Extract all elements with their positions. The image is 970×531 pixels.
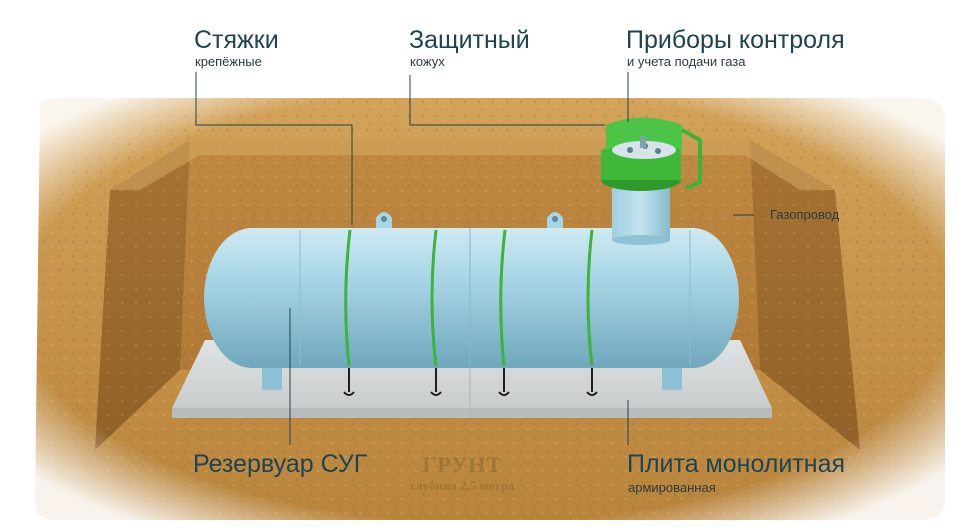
control-devices-subtitle: и учета подачи газа [627,54,746,69]
leader-lines [195,72,754,445]
tank-label: Резервуар СУГ [193,450,368,478]
slab-title: Плита монолитная [627,450,846,478]
pipeline-label: Газопровод [770,207,840,222]
ties-subtitle: крепёжные [195,54,262,69]
cover-title: Защитный [409,26,530,54]
ground-title: ГРУНТ [422,452,503,477]
cover-subtitle: кожух [410,54,445,69]
control-devices-title: Приборы контроля [626,26,845,54]
slab-subtitle: армированная [628,480,716,495]
ties-title: Стяжки [194,26,279,54]
ground-depth: глубина 2,5 метра [410,478,515,493]
ground-label: ГРУНТ глубина 2,5 метра [410,452,515,494]
